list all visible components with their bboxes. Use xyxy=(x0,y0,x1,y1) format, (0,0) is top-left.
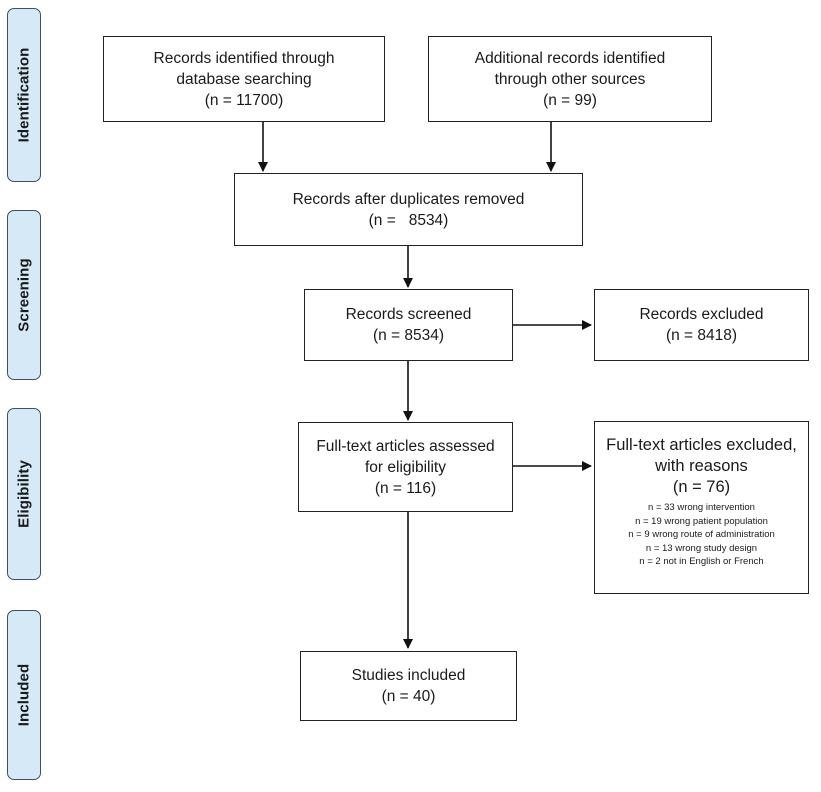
other-sources-line1: Additional records identified xyxy=(474,49,666,67)
stage-identification-label: Identification xyxy=(15,47,33,143)
exclusion-reason: n = 9 wrong route of administration xyxy=(628,529,775,540)
database-line2: database searching xyxy=(176,70,312,88)
stage-screening-label: Screening xyxy=(15,258,33,332)
box-fulltext-assessed: Full-text articles assessed for eligibil… xyxy=(298,422,513,512)
box-other-sources: Additional records identified through ot… xyxy=(428,36,712,122)
included-line1: Studies included xyxy=(351,667,466,684)
box-records-excluded: Records excluded (n = 8418) xyxy=(594,289,809,361)
other-sources-count: (n = 99) xyxy=(543,91,597,109)
exclusion-reason: n = 13 wrong study design xyxy=(645,542,758,554)
included-count: (n = 40) xyxy=(381,688,436,705)
other-sources-line2: through other sources xyxy=(494,70,646,88)
excluded-count: (n = 8418) xyxy=(665,327,738,344)
fulltext-assessed-line2: for eligibility xyxy=(365,458,446,476)
box-duplicates-removed: Records after duplicates removed (n = 85… xyxy=(234,173,583,246)
database-count: (n = 11700) xyxy=(204,91,284,109)
database-line1: Records identified through xyxy=(153,49,335,67)
stage-eligibility-label: Eligibility xyxy=(15,460,33,528)
stage-identification: Identification xyxy=(7,8,41,182)
fulltext-assessed-line1: Full-text articles assessed xyxy=(316,437,495,455)
fulltext-excluded-line2: with reasons xyxy=(655,457,748,475)
stage-included-label: Included xyxy=(15,663,33,727)
stage-included: Included xyxy=(7,610,41,780)
fulltext-excluded-line1: Full-text articles excluded, xyxy=(606,436,797,454)
excluded-line1: Records excluded xyxy=(639,306,764,323)
fulltext-assessed-count: (n = 116) xyxy=(374,479,437,497)
stage-screening: Screening xyxy=(7,210,41,380)
exclusion-reason: n = 2 not in English or French xyxy=(639,556,764,567)
screened-count: (n = 8534) xyxy=(372,327,445,344)
duplicates-line1: Records after duplicates removed xyxy=(292,190,525,208)
fulltext-excluded-count: (n = 76) xyxy=(672,478,731,496)
box-database-search: Records identified through database sear… xyxy=(103,36,385,122)
box-fulltext-excluded: Full-text articles excluded, with reason… xyxy=(594,421,809,594)
duplicates-count: (n = 8534) xyxy=(368,211,449,229)
screened-line1: Records screened xyxy=(345,306,472,323)
exclusion-reason: n = 33 wrong intervention xyxy=(648,502,755,513)
box-records-screened: Records screened (n = 8534) xyxy=(304,289,513,361)
box-studies-included: Studies included (n = 40) xyxy=(300,651,517,721)
exclusion-reason: n = 19 wrong patient population xyxy=(635,515,768,527)
exclusion-reasons-list: n = 33 wrong intervention n = 19 wrong p… xyxy=(628,501,775,569)
stage-eligibility: Eligibility xyxy=(7,408,41,580)
